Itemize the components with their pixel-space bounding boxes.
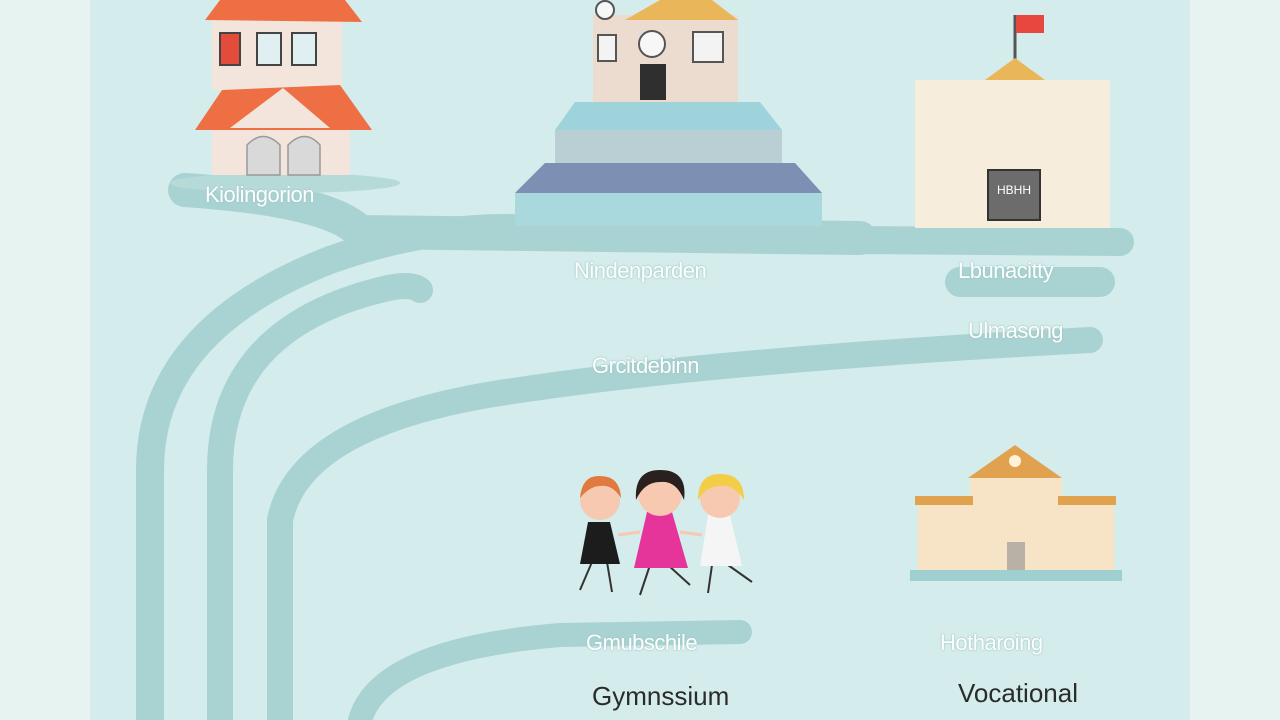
road-lane-3 (267, 327, 1103, 720)
label-gymnasium: Gymnssium (592, 681, 730, 711)
label-vocational: Vocational (958, 678, 1078, 708)
road-lane-4 (348, 620, 752, 720)
held-hands (679, 530, 703, 537)
columned-right-wing (1062, 505, 1114, 570)
kindergarten-building (170, 0, 400, 193)
kindergarten-shadow (170, 173, 400, 193)
lower-tier (515, 193, 822, 226)
wing-roof (1058, 496, 1116, 505)
label-kindergarten: Nindenparden (574, 258, 707, 283)
central-school-building (515, 0, 822, 226)
columned-left-wing (918, 505, 970, 570)
upper-tier (555, 130, 782, 163)
kid-dress (580, 522, 620, 564)
kid-hair (698, 474, 744, 500)
clock-icon (638, 30, 666, 58)
university-pediment (985, 58, 1045, 80)
flag-icon (1016, 15, 1044, 33)
university-door (987, 169, 1041, 221)
lower-tier-roof (515, 163, 822, 193)
kid-leg (606, 561, 613, 593)
upper-tier-roof (555, 102, 782, 130)
kid-leg (727, 564, 753, 583)
tower-window (597, 34, 617, 62)
kid-leg (667, 564, 691, 586)
kindergarten-door (287, 135, 321, 176)
held-hands (617, 530, 641, 537)
university-door-sign: HBHH (997, 183, 1031, 197)
label-grundschule-top: Grcitdebinn (592, 353, 700, 378)
university-plaza (915, 228, 1110, 242)
tower-door (640, 64, 666, 100)
kindergarten-top-roof (205, 0, 362, 22)
kindergarten-window (256, 32, 282, 66)
kindergarten-gable (230, 88, 330, 128)
tower-roof (625, 0, 738, 20)
label-grundschule: Gmubschile (586, 630, 698, 655)
kid-dress (634, 512, 688, 568)
label-university: Lbunacitty (958, 258, 1054, 283)
kid-head (580, 480, 620, 520)
kid-hair (635, 470, 685, 500)
label-kindergarten-top: Kiolingorion (205, 182, 314, 207)
kid-hair (580, 475, 621, 498)
tower-window (692, 31, 724, 63)
kindergarten-window (291, 32, 317, 66)
kindergarten-window (219, 32, 241, 66)
road-lane-1 (136, 213, 614, 720)
children-illustration (579, 470, 753, 596)
columned-door (1007, 542, 1025, 570)
columned-building (910, 445, 1122, 581)
road-main (168, 173, 877, 255)
label-university-sub: Ulmasong (968, 318, 1064, 343)
kindergarten-door (246, 135, 281, 176)
pediment-emblem (1009, 455, 1021, 467)
kid-dress (700, 515, 742, 566)
columned-base (910, 570, 1122, 581)
label-hochschule: Hotharoing (940, 630, 1043, 655)
kid-leg (579, 561, 593, 591)
university-building: HBHH (915, 15, 1110, 242)
road-lane-2 (207, 273, 433, 720)
clock-icon (595, 0, 615, 20)
kid-leg (707, 564, 713, 594)
wing-roof (915, 496, 973, 505)
kid-leg (639, 564, 651, 596)
